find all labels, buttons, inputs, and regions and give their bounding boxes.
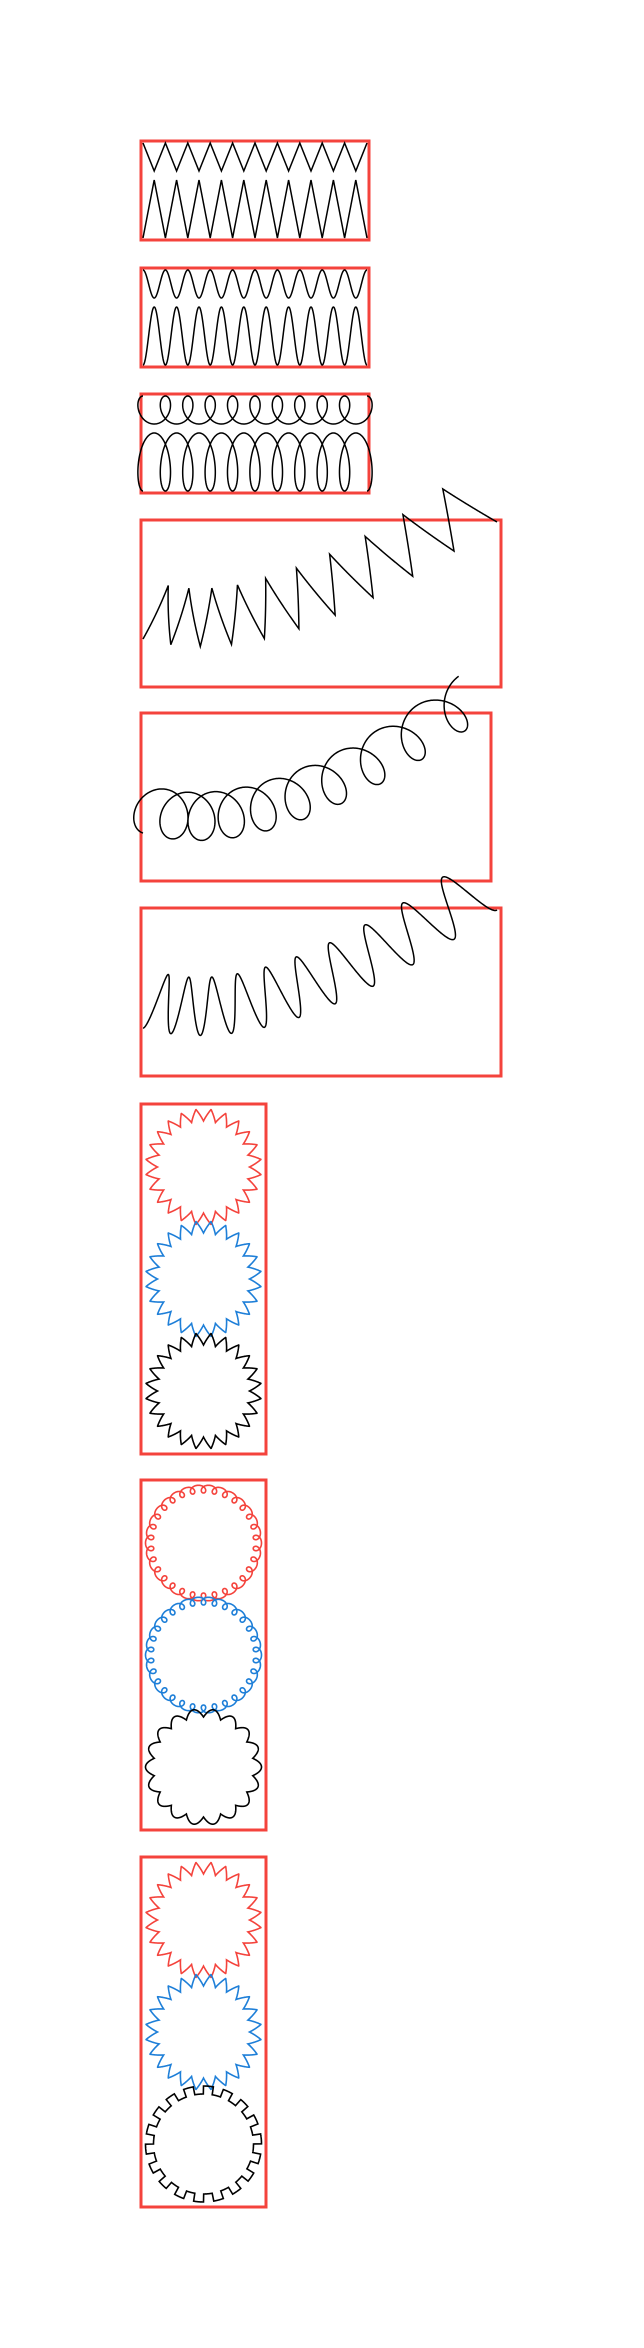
spring-lower [142,306,368,366]
panel-circles-zigzag [139,1102,268,1456]
panel-arc-zigzag [139,487,503,689]
spring-circle-blue [145,1220,262,1338]
panel-frame [139,392,371,495]
panel-frame [139,518,503,689]
panel-frame [139,1855,268,2209]
spring-upper [137,395,373,425]
spring-circle-black [144,2085,263,2203]
panel-circles-coil [139,1478,268,1832]
panel-frame [139,1102,268,1456]
spring-lower [142,179,368,239]
spring-circle-red [144,1484,263,1602]
spring-circle-blue [145,1973,262,2091]
panel-circles-mixed [139,1855,268,2209]
spring-circle-red [145,1861,262,1979]
spring-lower [137,432,373,492]
panel-straight-zigzag [139,139,371,242]
panel-arc-coil [133,675,493,883]
spring-circle-black [145,1332,262,1450]
spring-upper [142,140,368,174]
panel-arc-sine [139,875,503,1078]
spring-circle-blue [144,1596,263,1714]
panel-straight-coil [137,392,373,495]
spring-circle-black [144,1709,263,1825]
panel-frame [139,906,503,1078]
spring-upper [142,269,368,299]
spring-arc [133,675,469,842]
panel-frame [139,711,493,883]
panel-frame [139,266,371,369]
panel-frame [139,1478,268,1832]
panel-straight-sine [139,266,371,369]
spring-arc [142,875,498,1037]
spring-circle-red [145,1108,262,1226]
spring-arc [142,487,498,650]
